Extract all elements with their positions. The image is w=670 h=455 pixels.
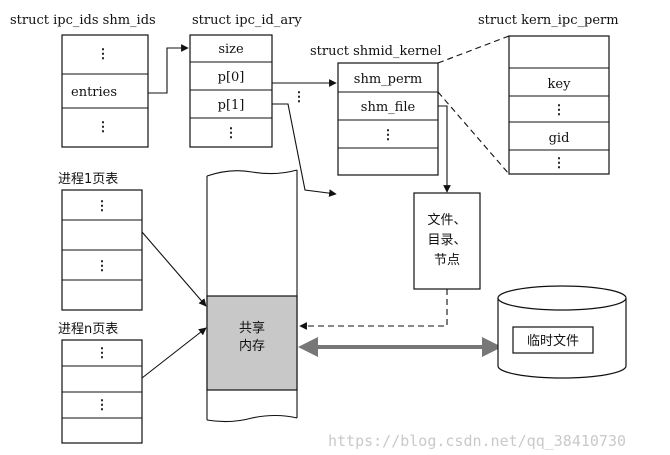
ipc-ids-cell-entries: entries (71, 85, 117, 100)
kern-ipc-perm-cell-4: ⋮ (553, 156, 566, 171)
ipc-id-ary-cell-p0: p[0] (218, 70, 245, 85)
process1-page-table-title: 进程1页表 (58, 172, 118, 187)
ipc-id-ary-side-ellipsis: ⋮ (293, 90, 306, 105)
shared-memory-region (206, 295, 298, 391)
kern-ipc-perm-cell-2: ⋮ (553, 103, 566, 118)
kern-ipc-perm-cell-key: key (548, 77, 572, 92)
shared-memory-label-1: 共享 (239, 320, 265, 336)
ipc-id-ary-title: struct ipc_id_ary (192, 13, 302, 28)
shmid-kernel-title: struct shmid_kernel (310, 44, 441, 59)
file-node-line-1: 文件、 (427, 213, 466, 228)
processn-cell-2: ⋮ (96, 398, 109, 413)
file-node-line-2: 目录、 (427, 233, 466, 248)
ipc-ids-cell-0: ⋮ (97, 47, 110, 62)
arrow-entries-to-ary (148, 44, 189, 94)
ipc-ids-cell-2: ⋮ (97, 120, 110, 135)
shared-memory-label-2: 内存 (239, 338, 265, 354)
dash-expand-bottom (437, 91, 510, 175)
arrow-shmfile-to-file (438, 105, 451, 193)
dash-expand-top (437, 35, 510, 64)
kern-ipc-perm-box (508, 35, 610, 175)
ipc-ids-title: struct ipc_ids shm_ids (10, 13, 156, 28)
ipc-id-ary-cell-p1: p[1] (218, 98, 245, 113)
file-node-line-3: 节点 (434, 253, 460, 268)
arrow-processn-to-shm (141, 327, 207, 379)
kern-ipc-perm-title: struct kern_ipc_perm (478, 13, 619, 28)
file-node-box (413, 192, 481, 290)
dash-arrow-file-to-shm (299, 289, 448, 330)
temp-file-label: 临时文件 (527, 334, 579, 349)
shmid-kernel-cell-shm-file: shm_file (361, 100, 416, 115)
ipc-id-ary-box (189, 34, 273, 148)
shmid-kernel-cell-shm-perm: shm_perm (354, 72, 422, 87)
processn-page-table-title: 进程n页表 (58, 322, 118, 337)
process1-cell-2: ⋮ (96, 259, 109, 274)
process1-page-table-box (61, 189, 143, 311)
watermark-text: https://blog.csdn.net/qq_38410730 (328, 432, 626, 450)
ipc-id-ary-cell-size: size (218, 42, 244, 57)
processn-page-table-box (61, 339, 143, 444)
arrow-process1-to-shm (141, 231, 207, 307)
kern-ipc-perm-cell-gid: gid (549, 131, 570, 146)
ipc-id-ary-cell-3: ⋮ (225, 126, 238, 141)
processn-cell-0: ⋮ (96, 346, 109, 361)
ipc-ids-box (61, 34, 149, 148)
arrow-p1-out (272, 103, 337, 197)
shmid-kernel-box (337, 62, 439, 176)
temp-file-box (512, 326, 594, 354)
process1-cell-0: ⋮ (96, 199, 109, 214)
shmid-kernel-cell-2: ⋮ (382, 128, 395, 143)
